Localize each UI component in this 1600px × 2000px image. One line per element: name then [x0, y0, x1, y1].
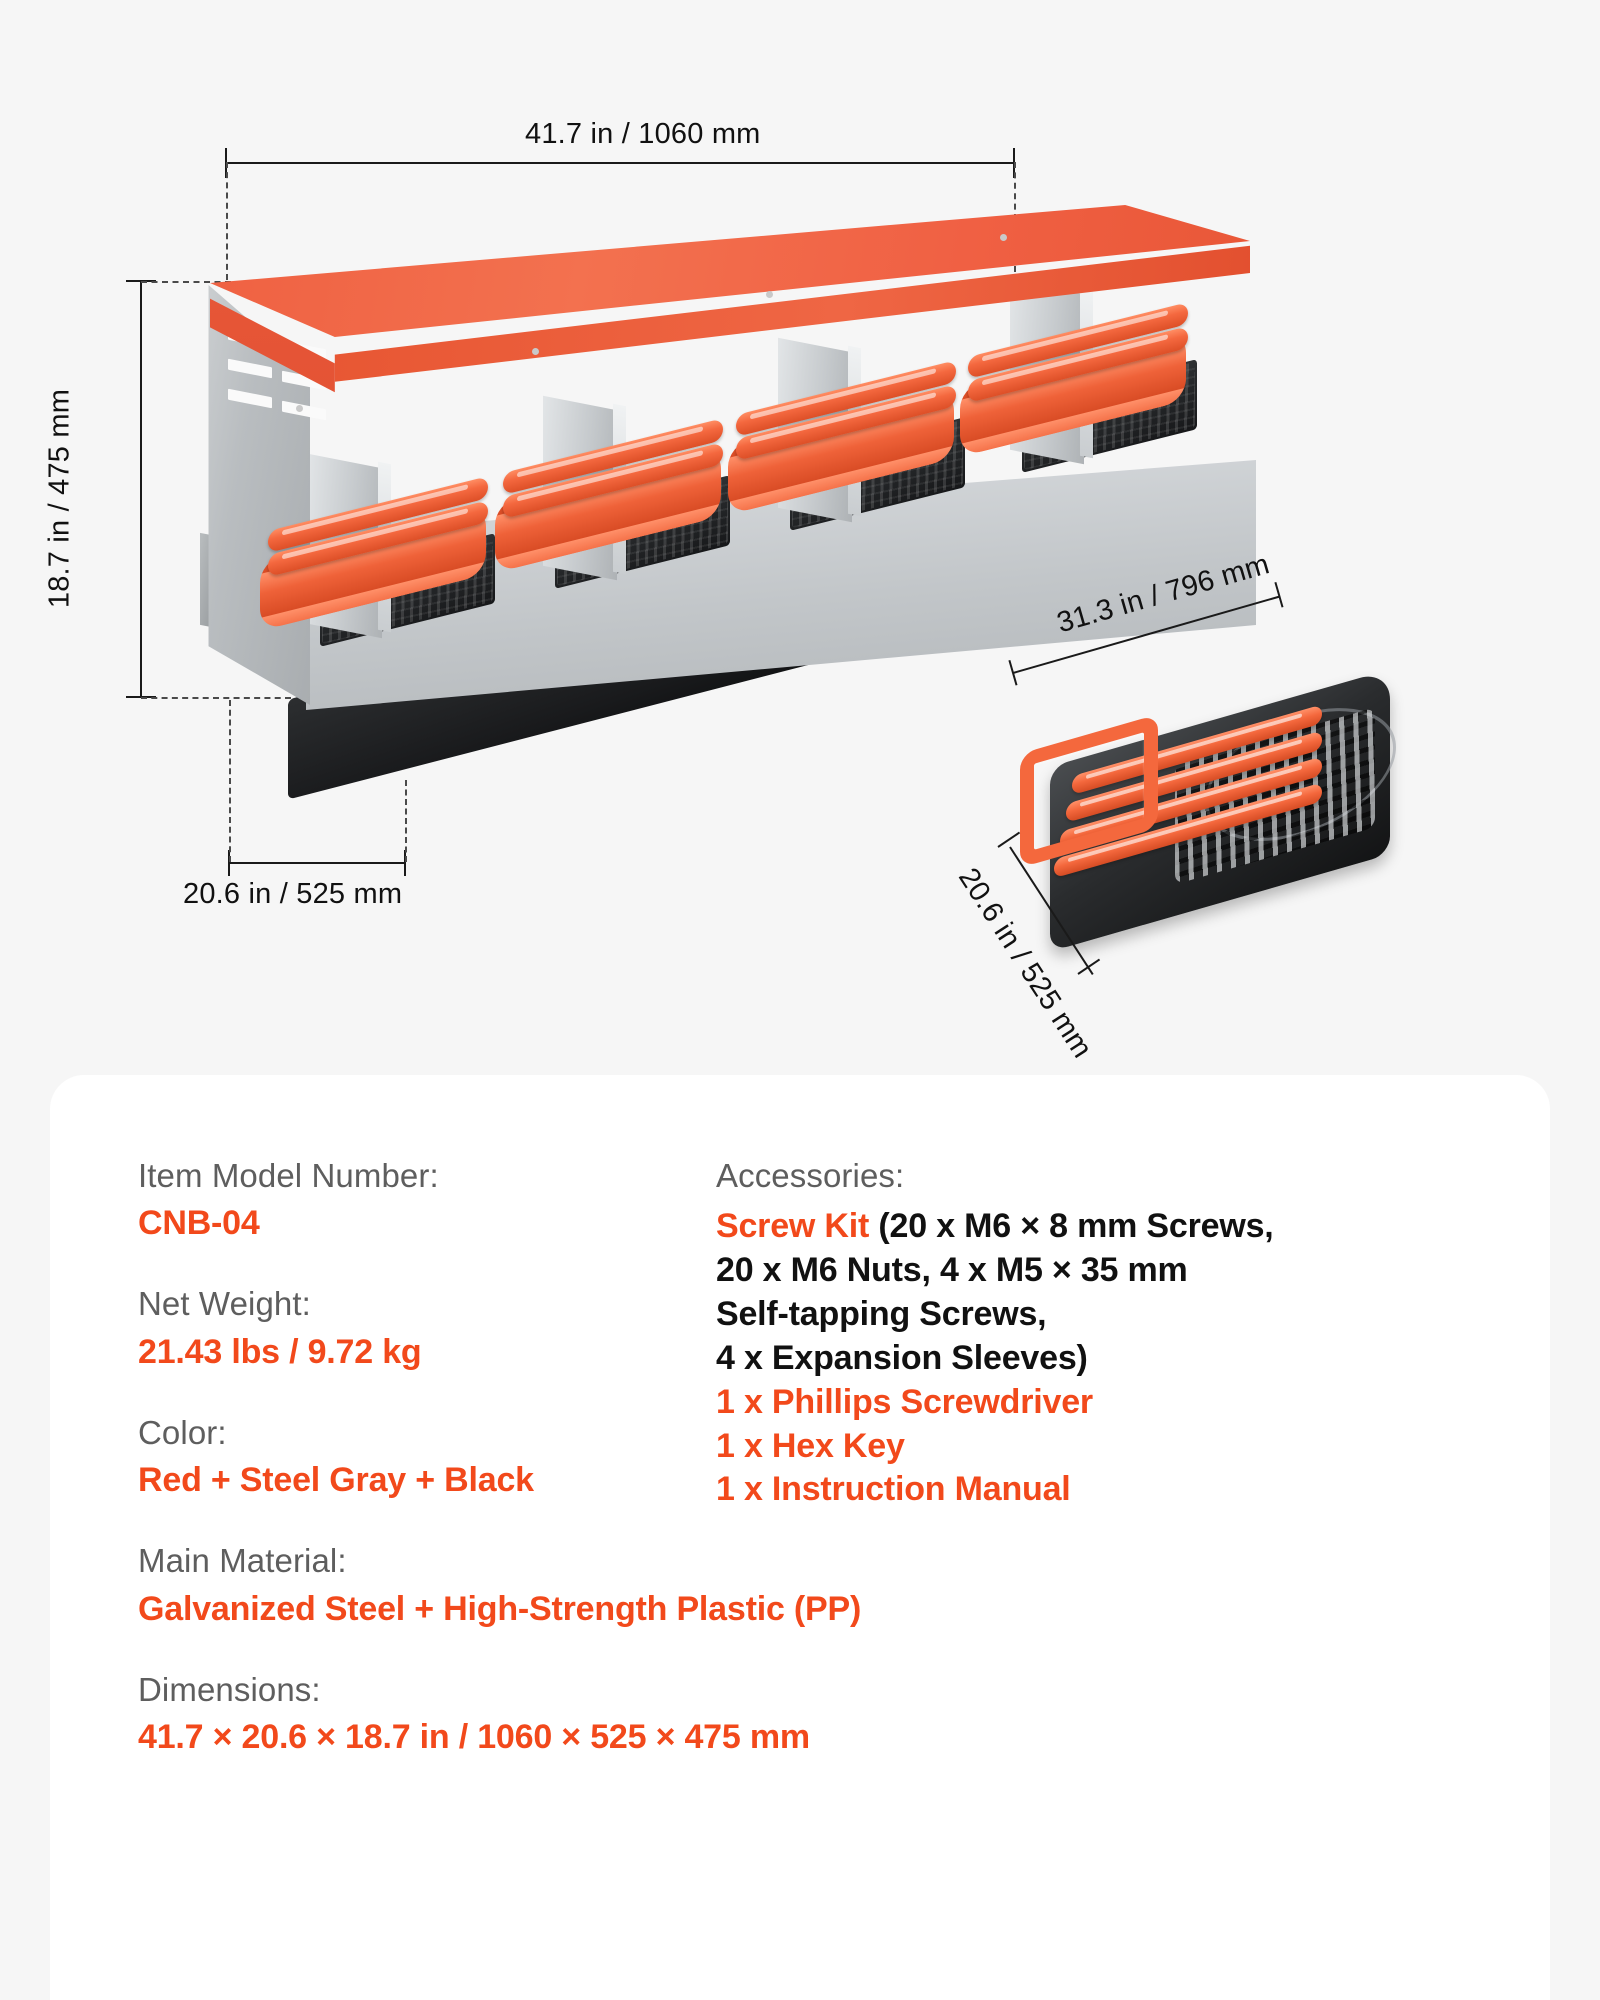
accessory-line-screw-kit: Screw Kit (20 x M6 × 8 mm Screws, — [716, 1205, 1476, 1249]
accessory-line-selftapping: Self-tapping Screws, — [716, 1294, 1047, 1333]
height-extension-top — [141, 281, 231, 283]
accessory-screw-kit-rest: (20 x M6 × 8 mm Screws, — [869, 1207, 1274, 1246]
spec-label-model: Item Model Number: — [138, 1157, 439, 1194]
accessory-line-hexkey: 1 x Hex Key — [716, 1426, 905, 1465]
accessory-line-manual: 1 x Instruction Manual — [716, 1470, 1071, 1509]
spec-value-weight: 21.43 lbs / 9.72 kg — [138, 1332, 422, 1371]
height-dimension-line — [140, 280, 142, 698]
product-hero-image: 41.7 in / 1060 mm 18.7 in / 475 mm 20.6 … — [43, 118, 1440, 1064]
spec-value-color: Red + Steel Gray + Black — [138, 1461, 534, 1500]
spec-label-accessories: Accessories: — [716, 1157, 905, 1194]
accessory-screw-kit-name: Screw Kit — [716, 1207, 870, 1246]
accessory-line-nuts: 20 x M6 Nuts, 4 x M5 × 35 mm — [716, 1251, 1188, 1290]
width-dimension-line — [225, 162, 1015, 164]
height-dimension-label: 18.7 in / 475 mm — [43, 388, 76, 609]
width-extension-left — [226, 162, 228, 280]
depth-extension-right — [405, 780, 407, 862]
specification-card: Item Model Number: CNB-04 Net Weight: 21… — [50, 1075, 1550, 2000]
spec-value-material: Galvanized Steel + High-Strength Plastic… — [138, 1589, 862, 1628]
detail-length-tick-right — [1274, 581, 1284, 608]
depth-dimension-label: 20.6 in / 525 mm — [183, 878, 403, 910]
roof-rivet-4 — [1000, 234, 1007, 241]
accessory-line-sleeves: 4 x Expansion Sleeves) — [716, 1338, 1088, 1377]
height-extension-bottom — [141, 697, 291, 699]
depth-tick-right — [404, 850, 406, 876]
spec-label-weight: Net Weight: — [138, 1285, 311, 1323]
depth-dimension-line — [228, 862, 406, 864]
spec-value-dimensions: 41.7 × 20.6 × 18.7 in / 1060 × 525 × 475… — [138, 1717, 810, 1756]
spec-label-dimensions: Dimensions: — [138, 1670, 321, 1708]
spec-right-column: Accessories: Screw Kit (20 x M6 × 8 mm S… — [716, 1155, 1476, 1512]
spec-left-column: Item Model Number: CNB-04 Net Weight: 21… — [138, 1155, 862, 1759]
width-dimension-label: 41.7 in / 1060 mm — [525, 118, 761, 150]
roof-rivet-3 — [766, 291, 773, 298]
nest-tray-detail-illustration — [1020, 669, 1440, 952]
spec-value-model: CNB-04 — [138, 1204, 260, 1243]
depth-tick-left — [228, 850, 230, 876]
spec-label-color: Color: — [138, 1413, 227, 1451]
spec-label-material: Main Material: — [138, 1542, 347, 1580]
detail-depth-tick-bottom — [1077, 958, 1101, 975]
accessory-line-screwdriver: 1 x Phillips Screwdriver — [716, 1382, 1093, 1421]
depth-extension-left — [229, 700, 231, 862]
roof-rivet-1 — [296, 405, 303, 412]
nest-box-illustration — [200, 205, 1270, 865]
roof-rivet-2 — [532, 348, 539, 355]
